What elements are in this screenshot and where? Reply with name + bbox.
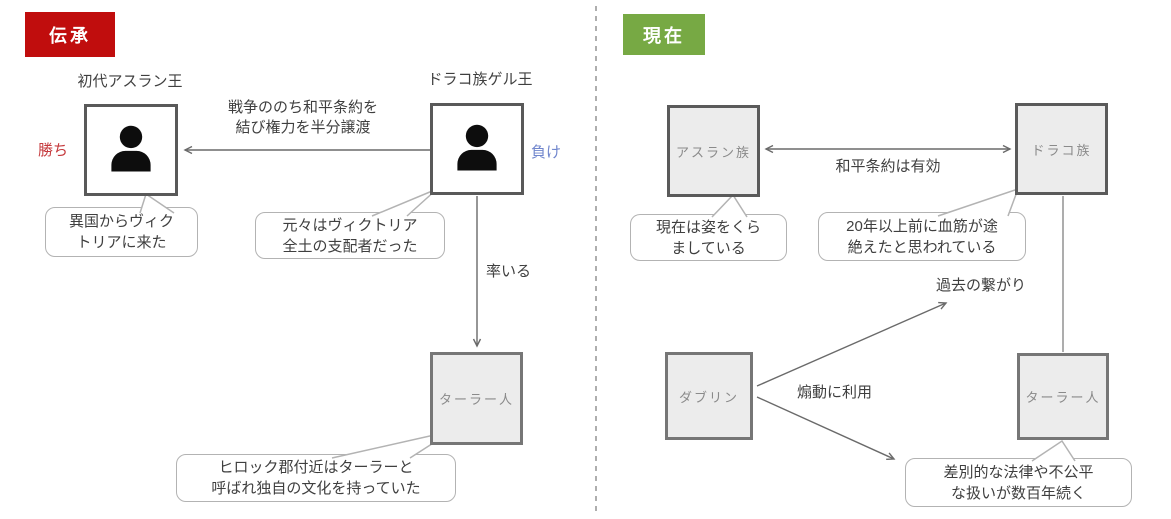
aslan-king-note-bubble: 異国からヴィク トリアに来た	[45, 207, 198, 257]
legend-section-badge: 伝承	[25, 12, 115, 57]
aslan-tribe-node: アスラン族	[667, 105, 760, 197]
first-aslan-king-title: 初代アスラン王	[77, 73, 183, 90]
draco-gel-king-title: ドラコ族ゲル王	[427, 71, 533, 88]
present-section-badge: 現在	[623, 14, 705, 55]
incite-arrow-up	[756, 301, 948, 387]
dublin-label: ダブリン	[678, 389, 739, 405]
aslan-tribe-label: アスラン族	[675, 144, 751, 160]
tarler-note-bubble-legend: ヒロック郡付近はターラーと 呼ばれ独自の文化を持っていた	[176, 454, 456, 502]
treaty-valid-arrow-label: 和平条約は有効	[835, 158, 941, 175]
person-icon	[457, 124, 497, 171]
war-treaty-arrow-label: 戦争ののち和平条約を 結び権力を半分譲渡	[227, 99, 378, 137]
draco-tribe-node: ドラコ族	[1015, 103, 1108, 195]
win-status-label: 勝ち	[38, 142, 69, 159]
lead-arrow-label: 率いる	[486, 263, 532, 280]
tarler-people-node-present: ターラー人	[1017, 353, 1109, 440]
dublin-node: ダブリン	[665, 352, 753, 440]
gel-king-note-bubble: 元々はヴィクトリア 全土の支配者だった	[255, 212, 445, 259]
tarler-note-bubble-present: 差別的な法律や不公平 な扱いが数百年続く	[905, 458, 1132, 507]
bubble-tail	[139, 192, 175, 214]
first-aslan-king-node	[84, 104, 178, 196]
bubble-tail	[371, 188, 438, 217]
tarler-people-node-legend: ターラー人	[430, 352, 523, 445]
incite-arrow-down	[756, 396, 896, 461]
aslan-tribe-note-bubble: 現在は姿をくら ましている	[630, 214, 787, 261]
person-icon	[111, 125, 151, 172]
past-connection-label: 過去の繋がり	[936, 277, 1027, 294]
tarler-people-label: ターラー人	[438, 392, 514, 407]
draco-tribe-note-bubble: 20年以上前に血筋が途 絶えたと思われている	[818, 212, 1026, 261]
bubble-tail	[937, 187, 1020, 217]
bubble-tail	[1031, 439, 1076, 462]
draco-gel-king-node	[430, 103, 524, 195]
incite-arrow-label: 煽動に利用	[797, 384, 873, 401]
tarler-people-label: ターラー人	[1025, 390, 1101, 405]
bubble-tail	[711, 193, 748, 218]
draco-tribe-label: ドラコ族	[1031, 142, 1092, 158]
lose-status-label: 負け	[531, 144, 562, 161]
